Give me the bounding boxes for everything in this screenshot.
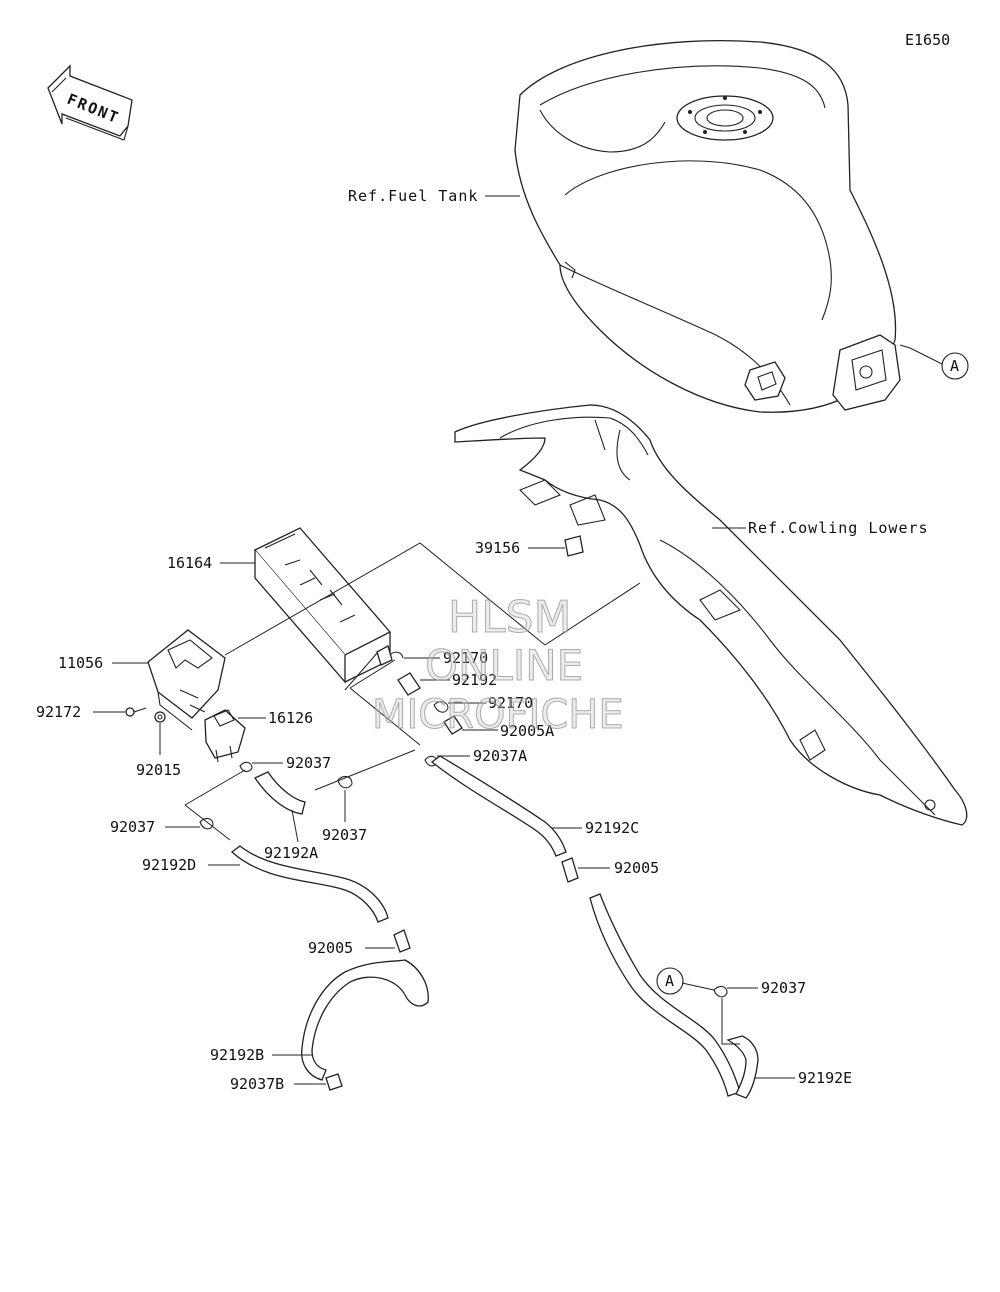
fuel-tank-drawing: [514, 39, 911, 413]
label-92172: 92172: [36, 703, 81, 721]
ref-cowling-lowers-label: Ref.Cowling Lowers: [748, 519, 929, 537]
clamp-92170: [433, 701, 449, 713]
cap-92037b: [325, 1073, 343, 1091]
clamp-92037-c: [199, 817, 214, 830]
callout-a-hose-label: A: [665, 972, 674, 990]
bolt-92172: [125, 707, 147, 717]
clamp-92037-a: [239, 761, 253, 773]
nut-92015: [154, 711, 166, 723]
label-92192e: 92192E: [798, 1069, 852, 1087]
label-92192a: 92192A: [264, 844, 318, 862]
hose-92192b: [301, 959, 429, 1081]
label-39156: 39156: [475, 539, 520, 557]
clamp-92037-b: [337, 775, 353, 789]
watermark-line1: HLSM: [448, 592, 572, 643]
callout-a-tank-label: A: [950, 357, 959, 375]
label-92037b: 92037B: [230, 1075, 284, 1093]
label-92192c: 92192C: [585, 819, 639, 837]
watermark: HLSM ONLINE MICROFICHE: [372, 592, 625, 739]
label-92037a: 92037A: [473, 747, 527, 765]
watermark-line2: ONLINE: [425, 641, 583, 690]
label-92170: 92170: [488, 694, 533, 712]
clamp-92037-d: [713, 985, 728, 998]
clamp-92170-top: [376, 645, 404, 666]
hose-92192: [397, 672, 421, 696]
label-11056: 11056: [58, 654, 103, 672]
label-92005a: 92005A: [500, 722, 554, 740]
label-16126: 16126: [268, 709, 313, 727]
pad-39156: [564, 535, 584, 557]
valve-16126: [204, 709, 246, 763]
label-92005-left: 92005: [308, 939, 353, 957]
hose-92192d: [230, 845, 389, 923]
label-16164: 16164: [167, 554, 212, 572]
label-92192b: 92192B: [210, 1046, 264, 1064]
front-arrow-icon: FRONT: [47, 64, 133, 141]
label-92192: 92192: [452, 671, 497, 689]
cowling-lower-drawing: [454, 404, 968, 826]
canister-16164: [253, 527, 392, 684]
fitting-92005a: [443, 715, 463, 735]
diagram-code: E1650: [905, 31, 950, 49]
label-92005-right: 92005: [614, 859, 659, 877]
ref-fuel-tank-label: Ref.Fuel Tank: [348, 187, 478, 205]
label-92192d: 92192D: [142, 856, 196, 874]
label-92170-top: 92170: [443, 649, 488, 667]
label-92015: 92015: [136, 761, 181, 779]
label-92037-b: 92037: [322, 826, 367, 844]
label-92037-d: 92037: [761, 979, 806, 997]
callout-a-hose: [656, 967, 684, 995]
label-92037-c: 92037: [110, 818, 155, 836]
label-92037-a: 92037: [286, 754, 331, 772]
bracket-11056: [147, 629, 226, 731]
hose-92192a: [254, 771, 306, 815]
watermark-line3: MICROFICHE: [372, 692, 624, 738]
fitting-92005-left: [393, 929, 411, 953]
hose-92192c: [430, 755, 567, 857]
callout-a-tank: [941, 352, 969, 380]
fitting-92005-right: [561, 857, 579, 883]
